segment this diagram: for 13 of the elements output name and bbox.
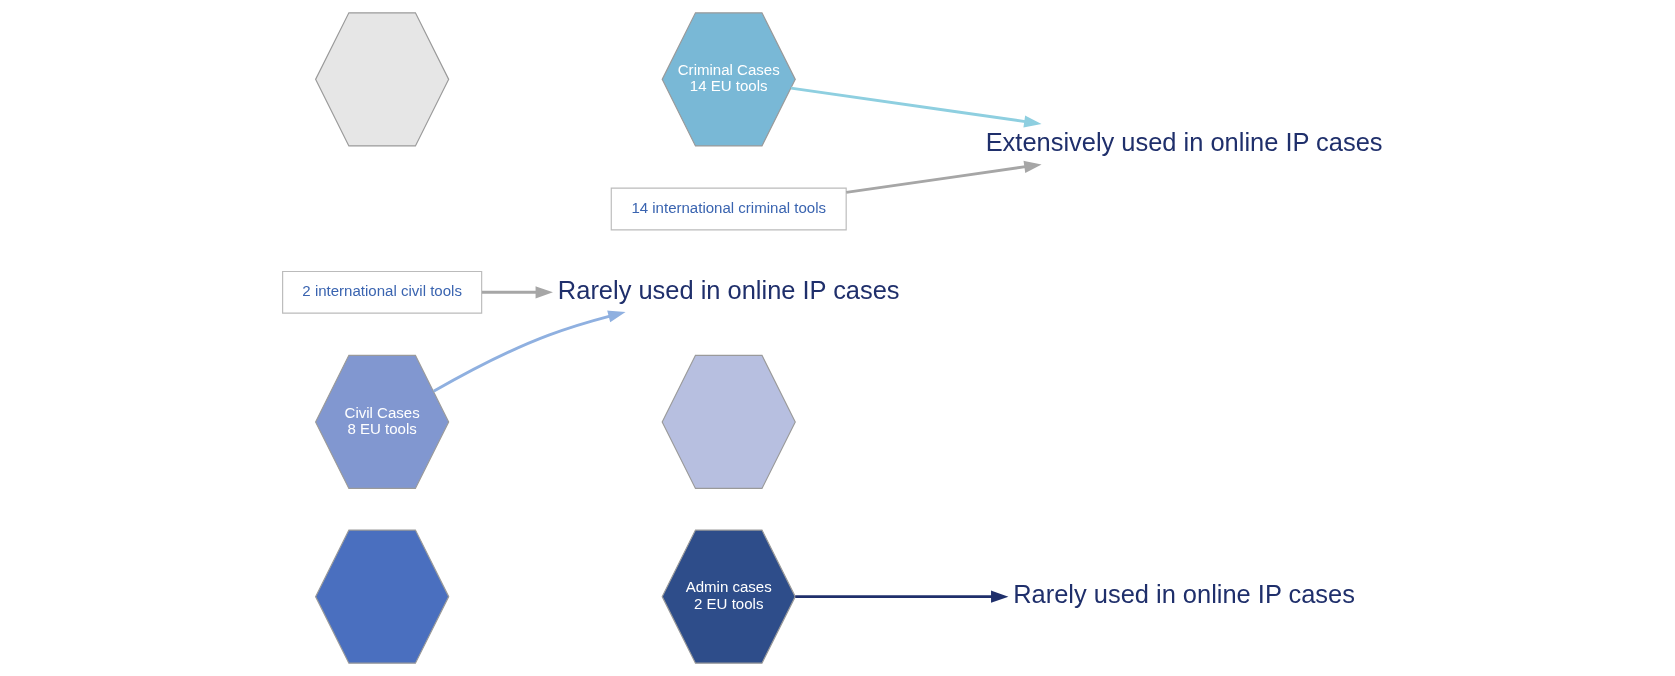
arrow (481, 286, 553, 299)
node-hexagon (314, 529, 450, 664)
node-box: 14 international criminal tools (610, 187, 847, 231)
arrow (795, 590, 1009, 603)
node-box: 2 international civil tools (282, 270, 483, 314)
node-text: Rarely used in online IP cases (1013, 580, 1355, 609)
node-text: Extensively used in online IP cases (985, 127, 1383, 156)
node-hexagon (314, 12, 450, 147)
arrow (432, 310, 626, 393)
arrow (790, 86, 1042, 128)
node-text: Rarely used in online IP cases (557, 275, 900, 304)
node-hexagon (661, 354, 796, 489)
arrow (846, 160, 1042, 194)
